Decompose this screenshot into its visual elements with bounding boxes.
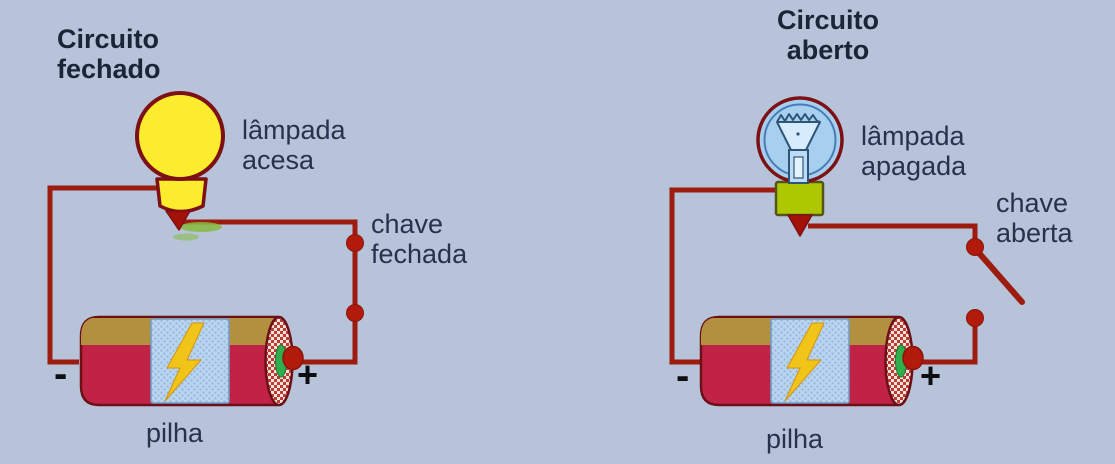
switch-contact-dot xyxy=(966,309,984,327)
battery-label: pilha xyxy=(146,418,204,448)
switch-blade xyxy=(976,250,1025,305)
open-wire-left-loop xyxy=(669,187,779,365)
closed-circuit-title: Circuito fechado xyxy=(57,24,161,84)
lamp-off-icon xyxy=(756,96,844,237)
switch-contact-dot xyxy=(346,304,364,322)
lamp-on-label: lâmpada acesa xyxy=(242,115,346,175)
closed-wire-right-loop xyxy=(182,219,358,365)
lamp-on-icon xyxy=(135,91,225,231)
battery-icon xyxy=(79,317,303,405)
closed-circuit-drawing xyxy=(47,91,364,405)
closed-wire-left-loop xyxy=(47,185,162,365)
open-wire-top xyxy=(808,223,978,247)
switch-contact-dot xyxy=(966,238,984,256)
switch-contact-dot xyxy=(346,234,364,252)
battery-plus-sign: + xyxy=(920,355,942,396)
battery-minus-sign: - xyxy=(676,354,690,398)
battery-plus-sign: + xyxy=(297,354,319,395)
open-wire-bottom xyxy=(921,318,978,365)
closed-switch-label: chave fechada xyxy=(371,209,468,269)
battery-icon xyxy=(699,317,923,405)
battery-label: pilha xyxy=(766,424,824,454)
closed-switch-icon xyxy=(346,234,364,322)
open-switch-icon xyxy=(966,238,1025,327)
lamp-off-label: lâmpada apagada xyxy=(861,121,967,181)
lamp-filament xyxy=(776,113,821,184)
open-circuit-drawing xyxy=(669,96,1025,405)
lamp-glow-streaks xyxy=(173,222,222,241)
open-circuit-title: Circuito aberto xyxy=(776,5,879,65)
battery-minus-sign: - xyxy=(54,352,68,396)
open-switch-label: chave aberta xyxy=(996,188,1073,248)
